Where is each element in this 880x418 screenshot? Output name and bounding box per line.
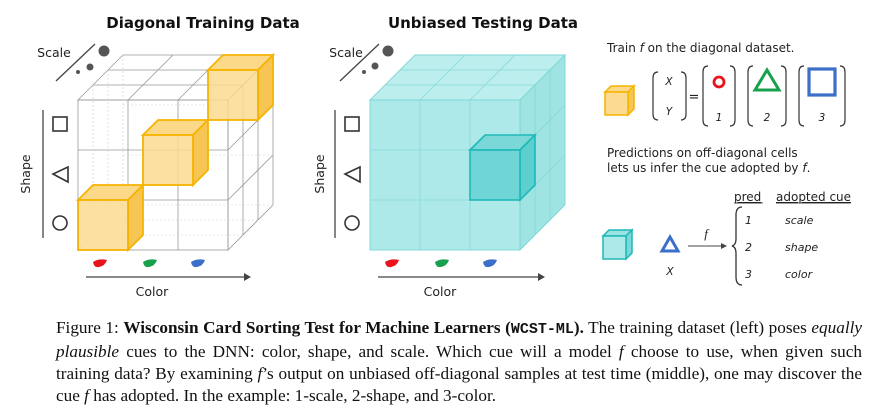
orange-sample-cube bbox=[603, 84, 636, 117]
triangle-icon bbox=[51, 165, 69, 184]
red-swatch bbox=[93, 259, 107, 268]
caption-f-3: f bbox=[84, 386, 89, 405]
scale-small-dot bbox=[362, 70, 366, 74]
col-cue-header: adopted cue bbox=[776, 190, 851, 204]
triangle-icon bbox=[343, 165, 361, 184]
pred-row-1-value: 1 bbox=[745, 214, 752, 227]
label-2: 2 bbox=[764, 112, 771, 124]
circle-icon bbox=[344, 215, 360, 231]
caption-text-3: choose to use, when given such training … bbox=[56, 342, 862, 383]
caption-f-2: f bbox=[257, 364, 263, 383]
caption-text-1: The training dataset (left) poses bbox=[583, 318, 812, 337]
green-swatch bbox=[143, 259, 157, 268]
figure-diagram: Diagonal Training Data Scale Shape bbox=[18, 14, 851, 299]
highlighted-cell bbox=[468, 133, 537, 202]
caption-text-4: ’s output on unbiased off-diagonal sampl… bbox=[56, 364, 862, 405]
left-shape-label: Shape bbox=[18, 154, 33, 193]
caption-italic: equally plausible bbox=[56, 318, 862, 361]
train-text: Train f on the diagonal dataset. bbox=[606, 41, 794, 55]
cyan-sample-cube bbox=[601, 228, 634, 261]
label-1-group: 1 bbox=[702, 65, 736, 127]
red-swatch bbox=[385, 259, 399, 268]
left-color-axis: Color bbox=[86, 259, 251, 299]
caption-f-1: f bbox=[618, 342, 624, 361]
diag-cube-2 bbox=[140, 117, 211, 188]
caption-text-5: has adopted. In the example: 1-scale, 2-… bbox=[88, 386, 497, 405]
pred-row-3-value: 3 bbox=[745, 268, 752, 281]
scale-medium-dot bbox=[371, 62, 379, 70]
pred-row-2-value: 2 bbox=[745, 241, 752, 254]
blue-swatch bbox=[483, 259, 497, 268]
blue-triangle-icon bbox=[659, 233, 681, 253]
label-3: 3 bbox=[819, 112, 826, 124]
scale-large-dot bbox=[382, 45, 394, 57]
large-blue-square-icon bbox=[807, 67, 837, 97]
f-arrow-label: f bbox=[704, 226, 710, 241]
square-icon bbox=[344, 116, 360, 132]
caption-mono: WCST-ML bbox=[510, 321, 574, 338]
green-triangle-icon bbox=[752, 67, 782, 92]
vector-x-label: X bbox=[664, 76, 673, 88]
left-title: Diagonal Training Data bbox=[106, 14, 300, 32]
middle-title: Unbiased Testing Data bbox=[388, 14, 578, 32]
caption-title: Wisconsin Card Sorting Test for Machine … bbox=[123, 318, 511, 337]
label-1: 1 bbox=[716, 112, 723, 124]
small-red-circle-icon bbox=[712, 75, 726, 89]
label-2-group: 2 bbox=[747, 65, 787, 127]
pred-row-1-cue: scale bbox=[785, 214, 814, 227]
middle-scale-label: Scale bbox=[329, 45, 363, 60]
label-3-group: 3 bbox=[798, 65, 846, 127]
xy-vector: X Y = bbox=[652, 71, 700, 121]
middle-filled-cube bbox=[368, 53, 567, 252]
left-color-label: Color bbox=[136, 284, 169, 299]
middle-scale-axis: Scale bbox=[329, 43, 394, 82]
middle-shape-axis: Shape bbox=[312, 110, 361, 238]
figure-caption: Figure 1: Wisconsin Card Sorting Test fo… bbox=[56, 317, 862, 407]
pred-row-3-cue: color bbox=[785, 268, 814, 281]
caption-title-end: ). bbox=[573, 318, 584, 337]
col-pred-header: pred bbox=[734, 190, 761, 204]
green-swatch bbox=[435, 259, 449, 268]
left-scale-label: Scale bbox=[37, 45, 71, 60]
x-label: X bbox=[665, 266, 674, 278]
circle-icon bbox=[52, 215, 68, 231]
left-shape-axis: Shape bbox=[18, 110, 69, 238]
blue-swatch bbox=[191, 259, 205, 268]
f-arrow: f bbox=[688, 226, 727, 249]
scale-large-dot bbox=[98, 45, 110, 57]
pred-row-2-cue: shape bbox=[785, 241, 818, 254]
prediction-brace bbox=[731, 206, 743, 286]
diag-cube-3 bbox=[205, 52, 276, 123]
left-scale-axis: Scale bbox=[37, 43, 110, 82]
prediction-text-line2: lets us infer the cue adopted by f. bbox=[607, 161, 810, 175]
diag-cube-1 bbox=[75, 182, 146, 253]
caption-text-2: cues to the DNN: color, shape, and scale… bbox=[119, 342, 619, 361]
prediction-text-line1: Predictions on off-diagonal cells bbox=[607, 146, 798, 160]
middle-color-label: Color bbox=[424, 284, 457, 299]
vector-y-label: Y bbox=[666, 106, 674, 118]
caption-fig-label: Figure 1: bbox=[56, 318, 124, 337]
middle-color-axis: Color bbox=[378, 259, 545, 299]
middle-shape-label: Shape bbox=[312, 154, 327, 193]
prediction-table: 1 scale 2 shape 3 color bbox=[745, 214, 818, 281]
square-icon bbox=[52, 116, 68, 132]
scale-small-dot bbox=[76, 70, 80, 74]
equals-sign: = bbox=[689, 90, 700, 105]
scale-medium-dot bbox=[86, 63, 94, 71]
